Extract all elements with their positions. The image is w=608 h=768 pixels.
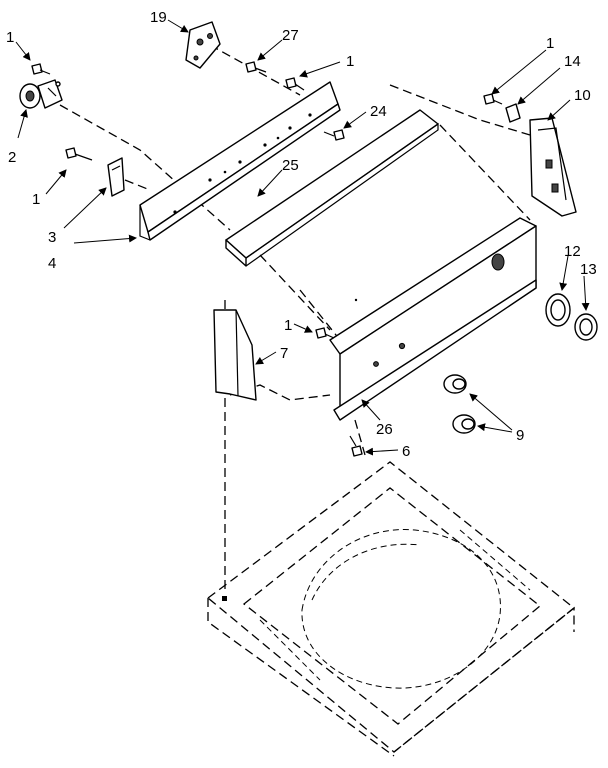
part-26-control-panel — [329, 217, 537, 421]
callout-19: 19 — [150, 9, 167, 26]
callout-1e: 1 — [284, 317, 292, 334]
callout-4: 4 — [48, 255, 56, 272]
callout-27: 27 — [282, 27, 299, 44]
part-10-end-cap — [529, 117, 577, 217]
callout-9: 9 — [516, 427, 524, 444]
part-3-clip — [107, 157, 125, 197]
part-7-side-trim — [213, 309, 257, 401]
part-9-knobs — [443, 374, 476, 434]
callout-1c: 1 — [346, 53, 354, 70]
screw-1d — [483, 93, 503, 105]
callout-10: 10 — [574, 87, 591, 104]
part-13-knob — [574, 313, 598, 341]
part-25-channel — [225, 109, 439, 267]
callout-14: 14 — [564, 53, 581, 70]
callout-3: 3 — [48, 229, 56, 246]
callout-7: 7 — [280, 345, 288, 362]
screw-27 — [245, 61, 267, 73]
screw-1c — [285, 77, 305, 91]
cabinet-top-dashed — [206, 461, 576, 757]
leader-lines — [15, 19, 590, 456]
callout-1b: 1 — [32, 191, 40, 208]
callout-labels: 1 2 1 3 4 19 27 1 24 25 1 14 10 12 13 1 … — [6, 9, 597, 460]
callout-6: 6 — [402, 443, 410, 460]
callout-26: 26 — [376, 421, 393, 438]
part-19-bracket — [185, 21, 221, 69]
part-14-clip — [505, 103, 521, 123]
callout-13: 13 — [580, 261, 597, 278]
screw-24 — [323, 129, 345, 141]
screw-6 — [349, 435, 363, 457]
callout-12: 12 — [564, 243, 581, 260]
callout-1a: 1 — [6, 29, 14, 46]
callout-25: 25 — [282, 157, 299, 174]
part-2-switch-assembly — [19, 79, 63, 109]
callout-2: 2 — [8, 149, 16, 166]
callout-24: 24 — [370, 103, 387, 120]
part-12-bezel — [545, 293, 571, 327]
screw-1b — [65, 147, 93, 161]
screw-1e — [315, 327, 335, 339]
callout-1d: 1 — [546, 35, 554, 52]
part-4-console-bracket — [139, 81, 341, 241]
screw-1a — [31, 63, 51, 75]
